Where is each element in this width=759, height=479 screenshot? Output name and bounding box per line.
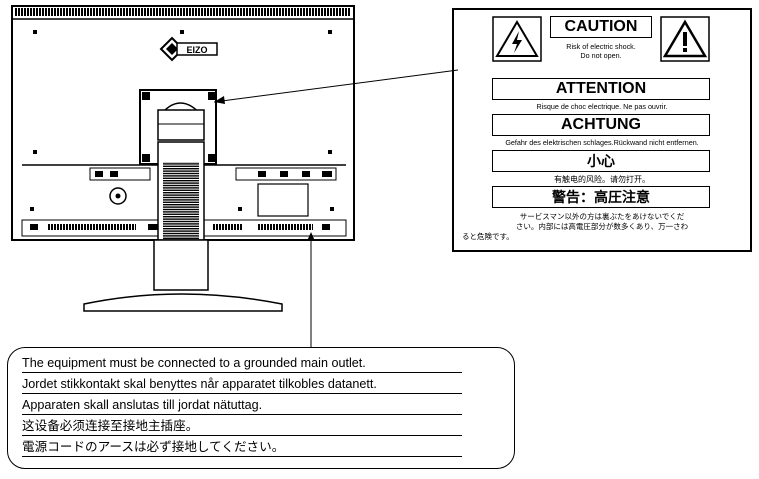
cn-title: 小心 xyxy=(492,150,710,172)
notice-line-zh: 这设备必须连接至接地主插座。 xyxy=(22,417,462,436)
achtung-text: Gefahr des elektrischen schlages.Rückwan… xyxy=(505,138,699,147)
grounding-notice: The equipment must be connected to a gro… xyxy=(7,347,515,469)
caution-title: CAUTION xyxy=(550,16,652,38)
lightning-warning-icon xyxy=(492,16,542,62)
jp-text-3: ると危険です。 xyxy=(462,232,514,241)
caution-text-1: Risk of electric shock. xyxy=(566,42,636,51)
logo-icon: EIZO xyxy=(159,36,218,62)
notice-line-no: Jordet stikkontakt skal benyttes når app… xyxy=(22,375,462,394)
jp-title: 警告：高圧注意 xyxy=(492,186,710,208)
warning-label: CAUTION Risk of electric shock. Do not o… xyxy=(452,8,752,252)
leader-line-label xyxy=(213,69,459,103)
notice-line-en: The equipment must be connected to a gro… xyxy=(22,354,462,373)
notice-line-sv: Apparaten skall anslutas till jordat nät… xyxy=(22,396,462,415)
caution-text-2: Do not open. xyxy=(580,51,622,60)
stand-neck xyxy=(153,141,209,291)
notice-line-ja: 電源コードのアースは必ず接地してください。 xyxy=(22,438,462,457)
jp-text-1: サービスマン以外の方は裏ぶたをあけないでくだ xyxy=(519,212,685,221)
logo-text: EIZO xyxy=(186,45,207,55)
exclamation-warning-icon xyxy=(660,16,710,62)
connector-panel xyxy=(89,167,337,217)
stand-base xyxy=(83,293,283,312)
attention-title: ATTENTION xyxy=(492,78,710,100)
cn-text: 有触电的风险。请勿打开。 xyxy=(554,175,650,184)
achtung-title: ACHTUNG xyxy=(492,114,710,136)
attention-text: Risque de choc electrique. Ne pas ouvrir… xyxy=(536,102,668,111)
jp-text-2: さい。内部には高電圧部分が数多くあり、万一さわ xyxy=(515,222,689,231)
